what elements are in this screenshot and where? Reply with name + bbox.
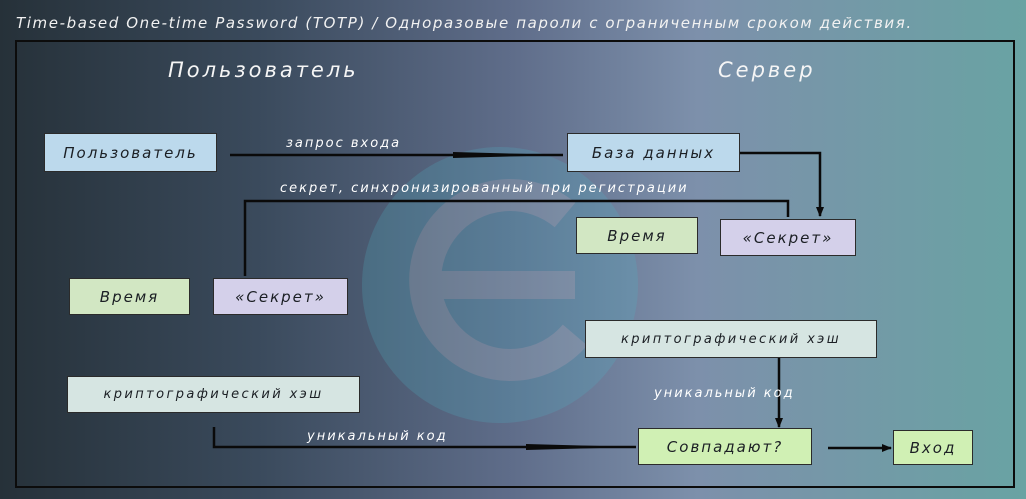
edge-label-shared-secret: секрет, синхронизированный при регистрац…: [280, 181, 689, 196]
edge-user-code: [212, 427, 636, 450]
node-user: Пользователь: [44, 133, 217, 172]
node-server-time: Время: [576, 217, 698, 254]
node-user-hash: криптографический хэш: [67, 376, 360, 413]
diagram-frame: [15, 40, 1015, 488]
edge-label-server-code: уникальный код: [654, 386, 795, 401]
diagram-title: Time-based One-time Password (TOTP) / Од…: [16, 14, 913, 32]
node-server-hash: криптографический хэш: [585, 320, 877, 358]
edge-label-user-code: уникальный код: [307, 429, 448, 444]
node-server-secret: «Секрет»: [720, 219, 856, 256]
node-user-time: Время: [69, 278, 190, 315]
node-user-secret: «Секрет»: [213, 278, 348, 315]
node-match: Совпадают?: [638, 428, 812, 465]
watermark-logo: [362, 147, 638, 423]
node-login: Вход: [893, 430, 973, 465]
edge-label-login-request: запрос входа: [286, 136, 402, 151]
edge-shared-secret: [243, 199, 790, 276]
node-database: База данных: [567, 133, 740, 172]
column-server-heading: Сервер: [718, 58, 816, 82]
column-user-heading: Пользователь: [168, 58, 359, 82]
edge-db-to-secret: [740, 151, 824, 217]
